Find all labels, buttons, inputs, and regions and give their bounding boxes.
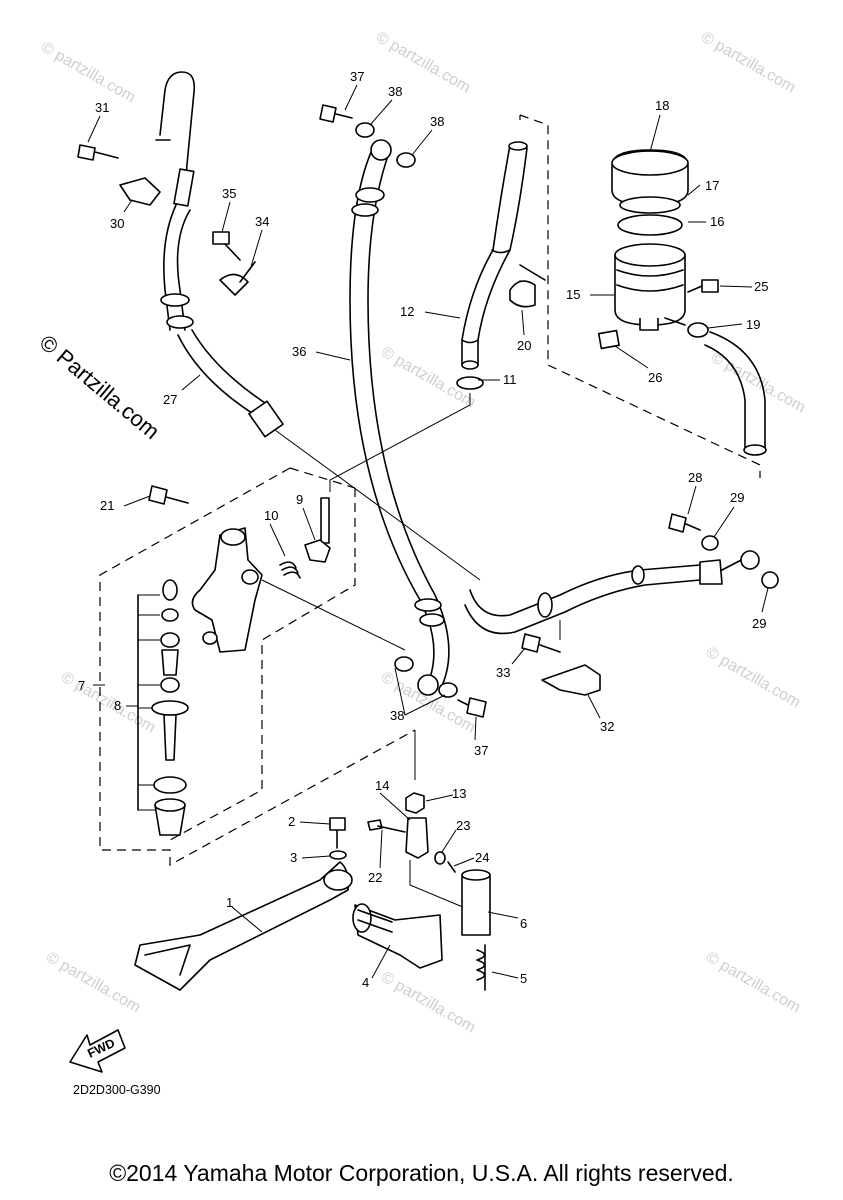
watermark-text: © partzilla.com [703,949,803,1017]
callout-15: 15 [566,287,580,302]
callout-29-upper: 29 [730,490,744,505]
watermark-text: © partzilla.com [38,39,138,107]
callout-numbers: 31 30 35 34 27 37 38 38 36 12 11 20 18 1… [78,69,768,990]
callout-14: 14 [375,778,389,793]
callout-32: 32 [600,719,614,734]
watermark-text: © partzilla.com [43,949,143,1017]
callout-33: 33 [496,665,510,680]
callout-4: 4 [362,975,369,990]
callout-34: 34 [255,214,269,229]
callout-18: 18 [655,98,669,113]
watermark-text: © partzilla.com [708,349,808,417]
callout-38-top-a: 38 [388,84,402,99]
long-brake-hose [349,139,450,696]
callout-2: 2 [288,814,295,829]
diagram-code: 2D2D300-G390 [73,1083,161,1097]
callout-5: 5 [520,971,527,986]
callout-37-top: 37 [350,69,364,84]
reservoir-hose [461,141,528,370]
callout-16: 16 [710,214,724,229]
callout-26: 26 [648,370,662,385]
watermark-main: © Partzilla.com [35,330,165,444]
callout-38-bottom: 38 [390,708,404,723]
callout-31: 31 [95,100,109,115]
callout-23: 23 [456,818,470,833]
banjo-bolt-top [319,104,416,168]
callout-29-lower: 29 [752,616,766,631]
callout-9: 9 [296,492,303,507]
callout-24: 24 [475,850,489,865]
copyright-notice: ©2014 Yamaha Motor Corporation, U.S.A. A… [109,1160,734,1186]
callout-6: 6 [520,916,527,931]
rear-brake-hose [464,513,779,696]
watermark-text: © partzilla.com [378,969,478,1037]
callout-12: 12 [400,304,414,319]
callout-19: 19 [746,317,760,332]
watermark-text: © partzilla.com [703,644,803,712]
callout-13: 13 [452,786,466,801]
callout-17: 17 [705,178,719,193]
front-brake-line [77,71,284,438]
callout-7: 7 [78,678,85,693]
leader-lines [87,84,769,979]
callout-36: 36 [292,344,306,359]
watermark-repeats: © partzilla.com © partzilla.com © partzi… [38,29,808,1037]
callout-11: 11 [503,372,517,387]
brake-pedal-assembly [134,792,491,991]
callout-21: 21 [100,498,114,513]
hose-clip [509,264,546,308]
master-cylinder [137,485,331,836]
callout-35: 35 [222,186,236,201]
callout-10: 10 [264,508,278,523]
banjo-bolt-bottom [394,656,487,718]
callout-38-top-b: 38 [430,114,444,129]
callout-3: 3 [290,850,297,865]
callout-25: 25 [754,279,768,294]
callout-22: 22 [368,870,382,885]
callout-37-bottom: 37 [474,743,488,758]
callout-30: 30 [110,216,124,231]
hose-clamp [456,376,484,390]
watermark-text: © partzilla.com [58,669,158,737]
watermark-text: © partzilla.com [698,29,798,97]
callout-28: 28 [688,470,702,485]
fwd-arrow-icon: FWD [69,1029,126,1073]
callout-1: 1 [226,895,233,910]
callout-8: 8 [114,698,121,713]
assembly-boundaries [99,114,761,867]
callout-20: 20 [517,338,531,353]
callout-27: 27 [163,392,177,407]
brake-fluid-reservoir [597,149,767,456]
